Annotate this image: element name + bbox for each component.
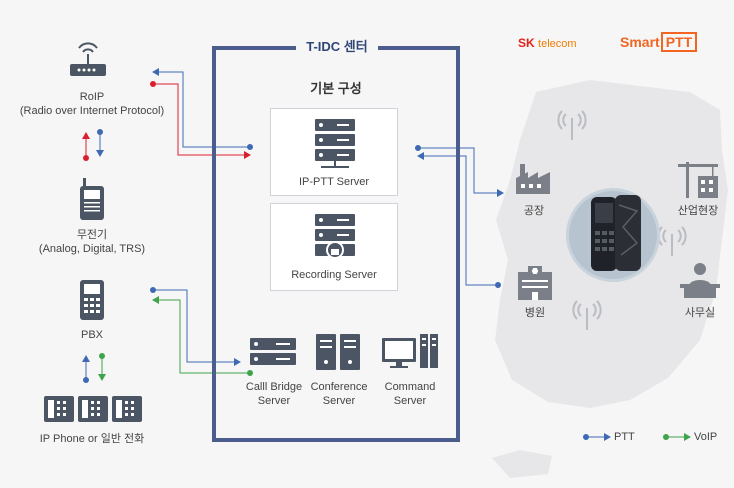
recording-server-card: Recording Server	[270, 203, 398, 291]
line-right-1	[418, 147, 504, 197]
factory-icon	[516, 164, 552, 201]
hospital-icon	[518, 266, 552, 305]
antenna-icon	[557, 110, 687, 330]
office-icon	[680, 262, 720, 303]
recording-server-label: Recording Server	[291, 269, 377, 281]
tidc-center-title: T-IDC 센터	[296, 36, 378, 58]
office-label: 사무실	[684, 307, 716, 319]
command-server-icon	[382, 334, 438, 375]
router-icon	[68, 40, 108, 85]
ip-ptt-server-label: IP-PTT Server	[298, 176, 370, 188]
conference-server-icon	[316, 334, 360, 375]
ptt-devices-icon	[591, 195, 641, 271]
line-right-2	[417, 152, 498, 286]
line-roip-blue	[152, 68, 250, 148]
conference-server-label: Conference Server	[310, 381, 368, 407]
call-bridge-server-label: Calll Bridge Server	[245, 381, 303, 407]
sk-telecom-logo: SK telecom	[518, 36, 577, 50]
construction-label: 산업현장	[677, 205, 719, 217]
ip-phones-icon	[44, 394, 144, 429]
legend-ptt-label: PTT	[614, 431, 635, 443]
construction-icon	[678, 162, 720, 203]
basic-config-title: 기본 구성	[310, 81, 362, 96]
legend-voip-label: VoIP	[694, 431, 718, 443]
roip-label: RoIP (Radio over Internet Protocol)	[19, 91, 165, 117]
hospital-label: 병원	[524, 307, 546, 319]
factory-label: 공장	[523, 205, 545, 217]
call-bridge-server-icon	[250, 338, 296, 371]
pbx-phone-icon	[78, 280, 106, 327]
walkie-talkie-icon	[76, 178, 108, 227]
ip-phone-label: IP Phone or 일반 전화	[39, 433, 145, 445]
server-stack-icon	[315, 119, 355, 168]
recording-server-icon	[315, 214, 355, 259]
pbx-label: PBX	[80, 329, 103, 341]
ip-ptt-server-card: IP-PTT Server	[270, 108, 398, 196]
command-server-label: Command Server	[384, 381, 436, 407]
radio-label: 무전기 (Analog, Digital, TRS)	[38, 229, 146, 255]
devices-circle	[566, 188, 660, 282]
